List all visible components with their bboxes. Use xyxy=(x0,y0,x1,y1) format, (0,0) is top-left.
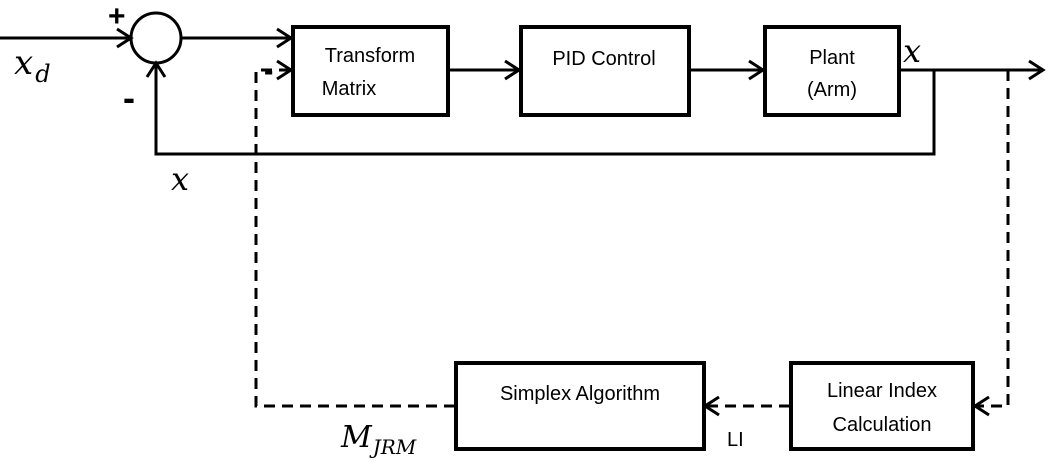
li-signal-label: LI xyxy=(727,429,744,451)
plant-label-line2: (Arm) xyxy=(807,79,857,101)
matrix-signal-label: MJRM xyxy=(340,420,417,459)
simplex-label: Simplex Algorithm xyxy=(500,383,660,405)
input-arrow xyxy=(116,27,134,49)
output-to-li-dashed-wire xyxy=(975,70,1010,408)
feedback-wire xyxy=(154,63,936,156)
input-signal-label: xd xyxy=(14,43,51,88)
summer-minus-sign: - xyxy=(123,77,135,118)
simplex-to-transform-dashed-wire xyxy=(254,68,455,408)
simplex-algorithm-block xyxy=(454,361,706,451)
pid-control-block xyxy=(519,25,691,117)
feedback-signal-label: x xyxy=(171,160,189,198)
linear-index-block xyxy=(789,361,975,451)
transform-minus-sign: - xyxy=(264,55,273,86)
plant-label-line1: Plant xyxy=(809,47,855,69)
plus-sign: + xyxy=(108,0,126,33)
pid-label: PID Control xyxy=(552,48,655,70)
transform-label-line2: Matrix xyxy=(322,78,376,100)
linear-index-label-line2: Calculation xyxy=(833,414,932,436)
summing-junction xyxy=(129,11,183,65)
feedback-arrow xyxy=(145,60,167,78)
output-arrow xyxy=(1028,59,1046,81)
transform-label-line1: Transform xyxy=(325,45,415,67)
output-signal-label: x xyxy=(903,32,921,70)
linear-index-label-line1: Linear Index xyxy=(827,380,937,402)
plant-block xyxy=(763,25,901,117)
transform-matrix-block xyxy=(291,25,450,117)
